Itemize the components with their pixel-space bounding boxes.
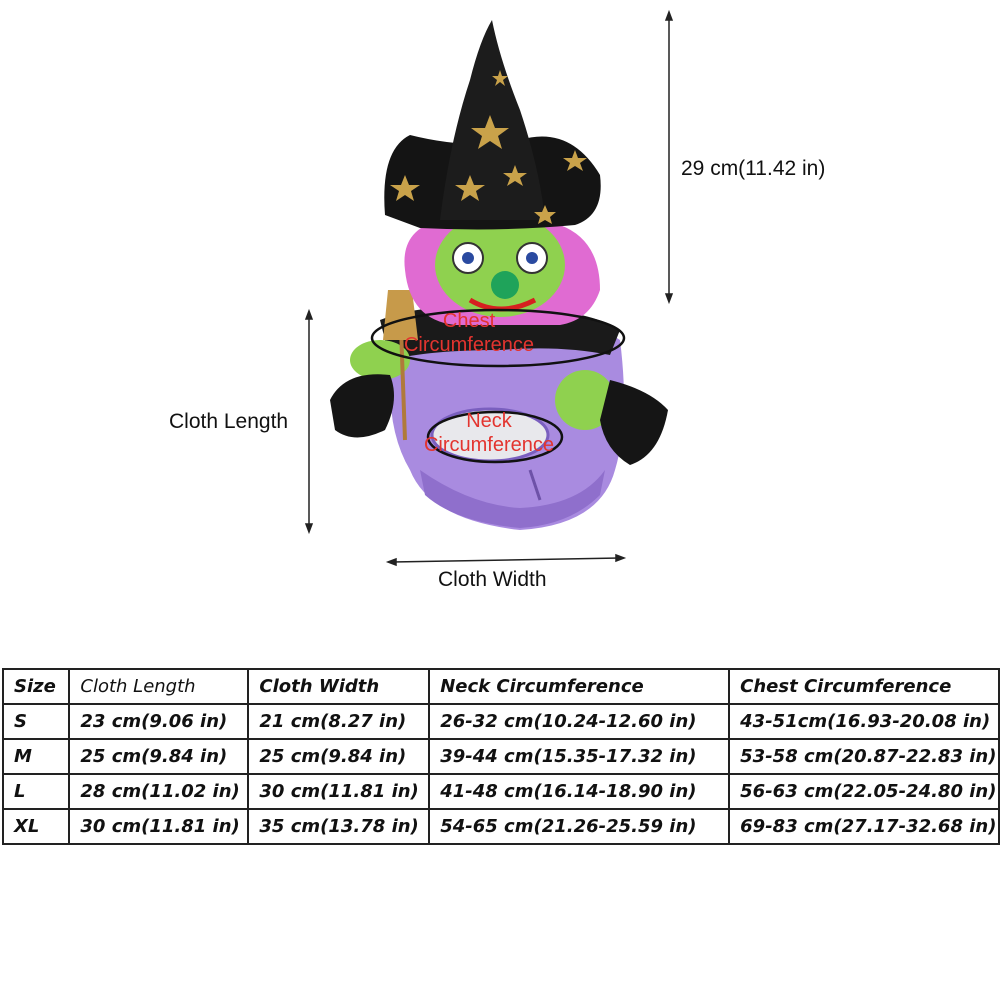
header-neck-circumference: Neck Circumference — [428, 668, 731, 705]
hat-cone — [440, 20, 545, 220]
cell-chest: 69-83 cm(27.17-32.68 in) — [728, 808, 1000, 845]
height-arrow — [664, 9, 674, 305]
hat-stars — [390, 70, 587, 224]
cell-cloth-width: 35 cm(13.78 in) — [247, 808, 431, 845]
left-arm — [330, 340, 410, 438]
table-row: S 23 cm(9.06 in) 21 cm(8.27 in) 26-32 cm… — [1, 703, 1000, 740]
neck-circumference-ring — [426, 410, 564, 464]
header-cloth-width: Cloth Width — [247, 668, 431, 705]
chest-circumference-ring — [370, 308, 626, 368]
cell-chest: 53-58 cm(20.87-22.83 in) — [728, 738, 1000, 775]
cell-cloth-width: 21 cm(8.27 in) — [247, 703, 431, 740]
cell-neck: 26-32 cm(10.24-12.60 in) — [428, 703, 731, 740]
cell-size: S — [1, 703, 71, 740]
cloth-width-label: Cloth Width — [438, 568, 547, 591]
cell-neck: 39-44 cm(15.35-17.32 in) — [428, 738, 731, 775]
cell-size: L — [1, 773, 71, 810]
cloth-length-arrow — [304, 308, 314, 535]
cell-cloth-width: 30 cm(11.81 in) — [247, 773, 431, 810]
table-row: L 28 cm(11.02 in) 30 cm(11.81 in) 41-48 … — [1, 773, 1000, 810]
label-line: Chest — [442, 310, 496, 332]
table-header-row: Size Cloth Length Cloth Width Neck Circu… — [1, 668, 1000, 705]
header-cloth-length: Cloth Length — [68, 668, 250, 705]
cell-cloth-length: 30 cm(11.81 in) — [68, 808, 250, 845]
height-label: 29 cm(11.42 in) — [681, 157, 826, 180]
cell-cloth-width: 25 cm(9.84 in) — [247, 738, 431, 775]
cell-neck: 41-48 cm(16.14-18.90 in) — [428, 773, 731, 810]
cell-size: XL — [1, 808, 71, 845]
cloth-length-label: Cloth Length — [169, 410, 289, 433]
table-row: M 25 cm(9.84 in) 25 cm(9.84 in) 39-44 cm… — [1, 738, 1000, 775]
cell-chest: 43-51cm(16.93-20.08 in) — [728, 703, 1000, 740]
label-line: Circumference — [423, 434, 555, 456]
cell-cloth-length: 25 cm(9.84 in) — [68, 738, 250, 775]
label-line: Neck — [466, 410, 512, 432]
face — [435, 213, 565, 317]
header-chest-circumference: Chest Circumference — [728, 668, 1000, 705]
cloth-width-arrow — [385, 553, 627, 567]
witch-costume-illustration — [304, 9, 674, 567]
right-arm — [555, 370, 668, 465]
cell-cloth-length: 23 cm(9.06 in) — [68, 703, 250, 740]
cell-cloth-length: 28 cm(11.02 in) — [68, 773, 250, 810]
label-line: Circumference — [403, 334, 535, 356]
broom — [383, 290, 418, 441]
size-chart-table: Size Cloth Length Cloth Width Neck Circu… — [1, 668, 1000, 845]
table-row: XL 30 cm(11.81 in) 35 cm(13.78 in) 54-65… — [1, 808, 1000, 845]
cell-neck: 54-65 cm(21.26-25.59 in) — [428, 808, 731, 845]
cell-chest: 56-63 cm(22.05-24.80 in) — [728, 773, 1000, 810]
cell-size: M — [1, 738, 71, 775]
header-size: Size — [1, 668, 71, 705]
